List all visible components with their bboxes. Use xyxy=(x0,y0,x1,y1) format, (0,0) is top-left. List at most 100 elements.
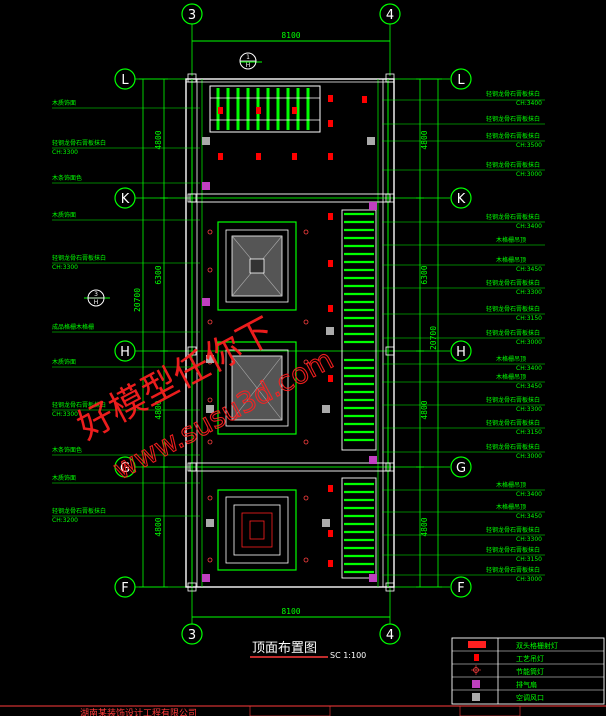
grid-bubble-top-3: 3 xyxy=(181,3,203,25)
legend-symbol-air-outlet xyxy=(472,693,480,701)
svg-text:轻钢龙骨石膏板抹白: 轻钢龙骨石膏板抹白 xyxy=(486,305,540,313)
leader-lines-right xyxy=(382,99,545,576)
svg-text:CH:3150: CH:3150 xyxy=(516,315,542,322)
svg-text:轻钢龙骨石膏板抹白: 轻钢龙骨石膏板抹白 xyxy=(486,213,540,221)
section-mark-left: 3 H xyxy=(84,289,110,307)
svg-text:CH:3150: CH:3150 xyxy=(516,556,542,563)
svg-text:3: 3 xyxy=(188,8,196,23)
label-left: 木质饰面 xyxy=(52,474,76,482)
svg-text:CH:3500: CH:3500 xyxy=(516,142,542,149)
svg-text:L: L xyxy=(121,73,129,88)
ceiling-coffer-3 xyxy=(217,489,297,571)
beam-G xyxy=(189,462,391,472)
label-left-sub: CH:3300 xyxy=(52,264,78,271)
label-left: 木条饰面色 xyxy=(52,174,82,182)
svg-text:CH:3000: CH:3000 xyxy=(516,576,542,583)
legend-symbol-downlight xyxy=(471,665,481,675)
svg-text:轻钢龙骨石膏板抹白: 轻钢龙骨石膏板抹白 xyxy=(486,396,540,404)
drawing-title: 顶面布置图 SC 1:100 xyxy=(250,641,366,660)
svg-text:轻钢龙骨石膏板抹白: 轻钢龙骨石膏板抹白 xyxy=(486,279,540,287)
svg-text:8100: 8100 xyxy=(281,31,300,40)
grid-bubble-bottom-4: 4 xyxy=(379,623,401,645)
red-spot-lights xyxy=(218,95,367,567)
dim-total-left: 20700 xyxy=(133,288,142,312)
label-left-sub: CH:3300 xyxy=(52,149,78,156)
svg-text:CH:3400: CH:3400 xyxy=(516,365,542,372)
svg-text:3: 3 xyxy=(188,628,196,643)
dimension-chain-right xyxy=(416,78,442,588)
svg-text:CH:3300: CH:3300 xyxy=(516,536,542,543)
svg-text:轻钢龙骨石膏板抹白: 轻钢龙骨石膏板抹白 xyxy=(486,90,540,98)
grid-row-H: H H xyxy=(114,340,472,362)
svg-text:轻钢龙骨石膏板抹白: 轻钢龙骨石膏板抹白 xyxy=(486,546,540,554)
legend-table: 双头格栅射灯 工艺吊灯 节能筒灯 排气扇 空调风口 xyxy=(451,637,605,705)
svg-text:K: K xyxy=(457,192,466,207)
ceiling-coffer-1 xyxy=(217,221,297,311)
svg-text:轻钢龙骨石膏板抹白: 轻钢龙骨石膏板抹白 xyxy=(486,419,540,427)
label-left: 木质饰面 xyxy=(52,99,76,107)
wood-grille-top xyxy=(209,85,321,133)
legend-symbol-double-spot xyxy=(468,641,486,648)
svg-text:轻钢龙骨石膏板抹白: 轻钢龙骨石膏板抹白 xyxy=(486,526,540,534)
legend-symbol-pendant xyxy=(474,654,479,661)
grid-bubble-bottom-3: 3 xyxy=(181,623,203,645)
label-left: 木条饰面色 xyxy=(52,446,82,454)
watermark: 好模型任你下 www.susu3d.com xyxy=(71,310,339,486)
svg-text:轻钢龙骨石膏板抹白: 轻钢龙骨石膏板抹白 xyxy=(486,161,540,169)
svg-text:CH:3150: CH:3150 xyxy=(516,429,542,436)
dim-seg-right-4: 4800 xyxy=(420,517,429,536)
svg-text:CH:3300: CH:3300 xyxy=(516,406,542,413)
corridor-walls xyxy=(185,78,395,588)
svg-text:H: H xyxy=(94,299,99,306)
dim-seg-right-2: 6300 xyxy=(420,265,429,284)
label-left: 轻钢龙骨石膏板抹白 xyxy=(52,139,106,147)
legend-label: 空调风口 xyxy=(516,693,544,702)
air-outlets xyxy=(202,137,375,527)
svg-text:3: 3 xyxy=(94,291,98,298)
label-left: 木质饰面 xyxy=(52,211,76,219)
dim-seg-right-1: 4800 xyxy=(420,130,429,149)
svg-text:CH:3450: CH:3450 xyxy=(516,266,542,273)
svg-text:1: 1 xyxy=(246,54,250,61)
dimension-chain-left xyxy=(139,78,168,588)
dimension-bottom: 8100 xyxy=(191,588,391,624)
wood-grille-right-lower xyxy=(341,477,377,579)
section-mark-top: 1 H xyxy=(239,52,262,70)
dimension-top: 8100 xyxy=(191,24,391,76)
svg-text:8100: 8100 xyxy=(281,607,300,616)
title-block-footer: 湖南某装饰设计工程有限公司 xyxy=(0,705,606,716)
svg-text:CH:3450: CH:3450 xyxy=(516,513,542,520)
svg-text:CH:3400: CH:3400 xyxy=(516,100,542,107)
svg-text:H: H xyxy=(456,345,466,360)
annotations-right: 轻钢龙骨石膏板抹白 CH:3400 轻钢龙骨石膏板抹白 轻钢龙骨石膏板抹白 CH… xyxy=(486,90,542,583)
legend-label: 节能筒灯 xyxy=(516,667,544,676)
label-left: 轻钢龙骨石膏板抹白 xyxy=(52,254,106,262)
legend-label: 双头格栅射灯 xyxy=(516,641,558,650)
svg-text:H: H xyxy=(246,62,251,69)
svg-text:木格栅吊顶: 木格栅吊顶 xyxy=(496,355,526,363)
legend-label: 工艺吊灯 xyxy=(516,654,544,663)
svg-text:木格栅吊顶: 木格栅吊顶 xyxy=(496,256,526,264)
beam-K xyxy=(189,193,391,203)
label-left: 轻钢龙骨石膏板抹白 xyxy=(52,401,106,409)
dim-seg-left-1: 4800 xyxy=(154,130,163,149)
svg-text:CH:3000: CH:3000 xyxy=(516,171,542,178)
legend-symbol-exhaust xyxy=(472,680,480,688)
scale-text: SC 1:100 xyxy=(330,651,366,660)
svg-text:木格栅吊顶: 木格栅吊顶 xyxy=(496,236,526,244)
leader-lines-left xyxy=(52,107,200,517)
exhaust-fans xyxy=(202,182,377,582)
annotations-left: 木质饰面 轻钢龙骨石膏板抹白 CH:3300 木条饰面色 木质饰面 轻钢龙骨石膏… xyxy=(52,99,106,524)
column-markers xyxy=(187,73,395,592)
label-left-sub: CH:3200 xyxy=(52,517,78,524)
footer-company: 湖南某装饰设计工程有限公司 xyxy=(80,707,197,716)
dim-seg-left-2: 6300 xyxy=(154,265,163,284)
svg-text:轻钢龙骨石膏板抹白: 轻钢龙骨石膏板抹白 xyxy=(486,115,540,123)
svg-text:4: 4 xyxy=(386,8,394,23)
ceiling-coffer-2 xyxy=(217,341,297,435)
wood-grille-right xyxy=(341,209,377,451)
svg-text:CH:3300: CH:3300 xyxy=(516,289,542,296)
svg-text:L: L xyxy=(457,73,465,88)
label-left: 木质饰面 xyxy=(52,358,76,366)
svg-text:木格栅吊顶: 木格栅吊顶 xyxy=(496,503,526,511)
